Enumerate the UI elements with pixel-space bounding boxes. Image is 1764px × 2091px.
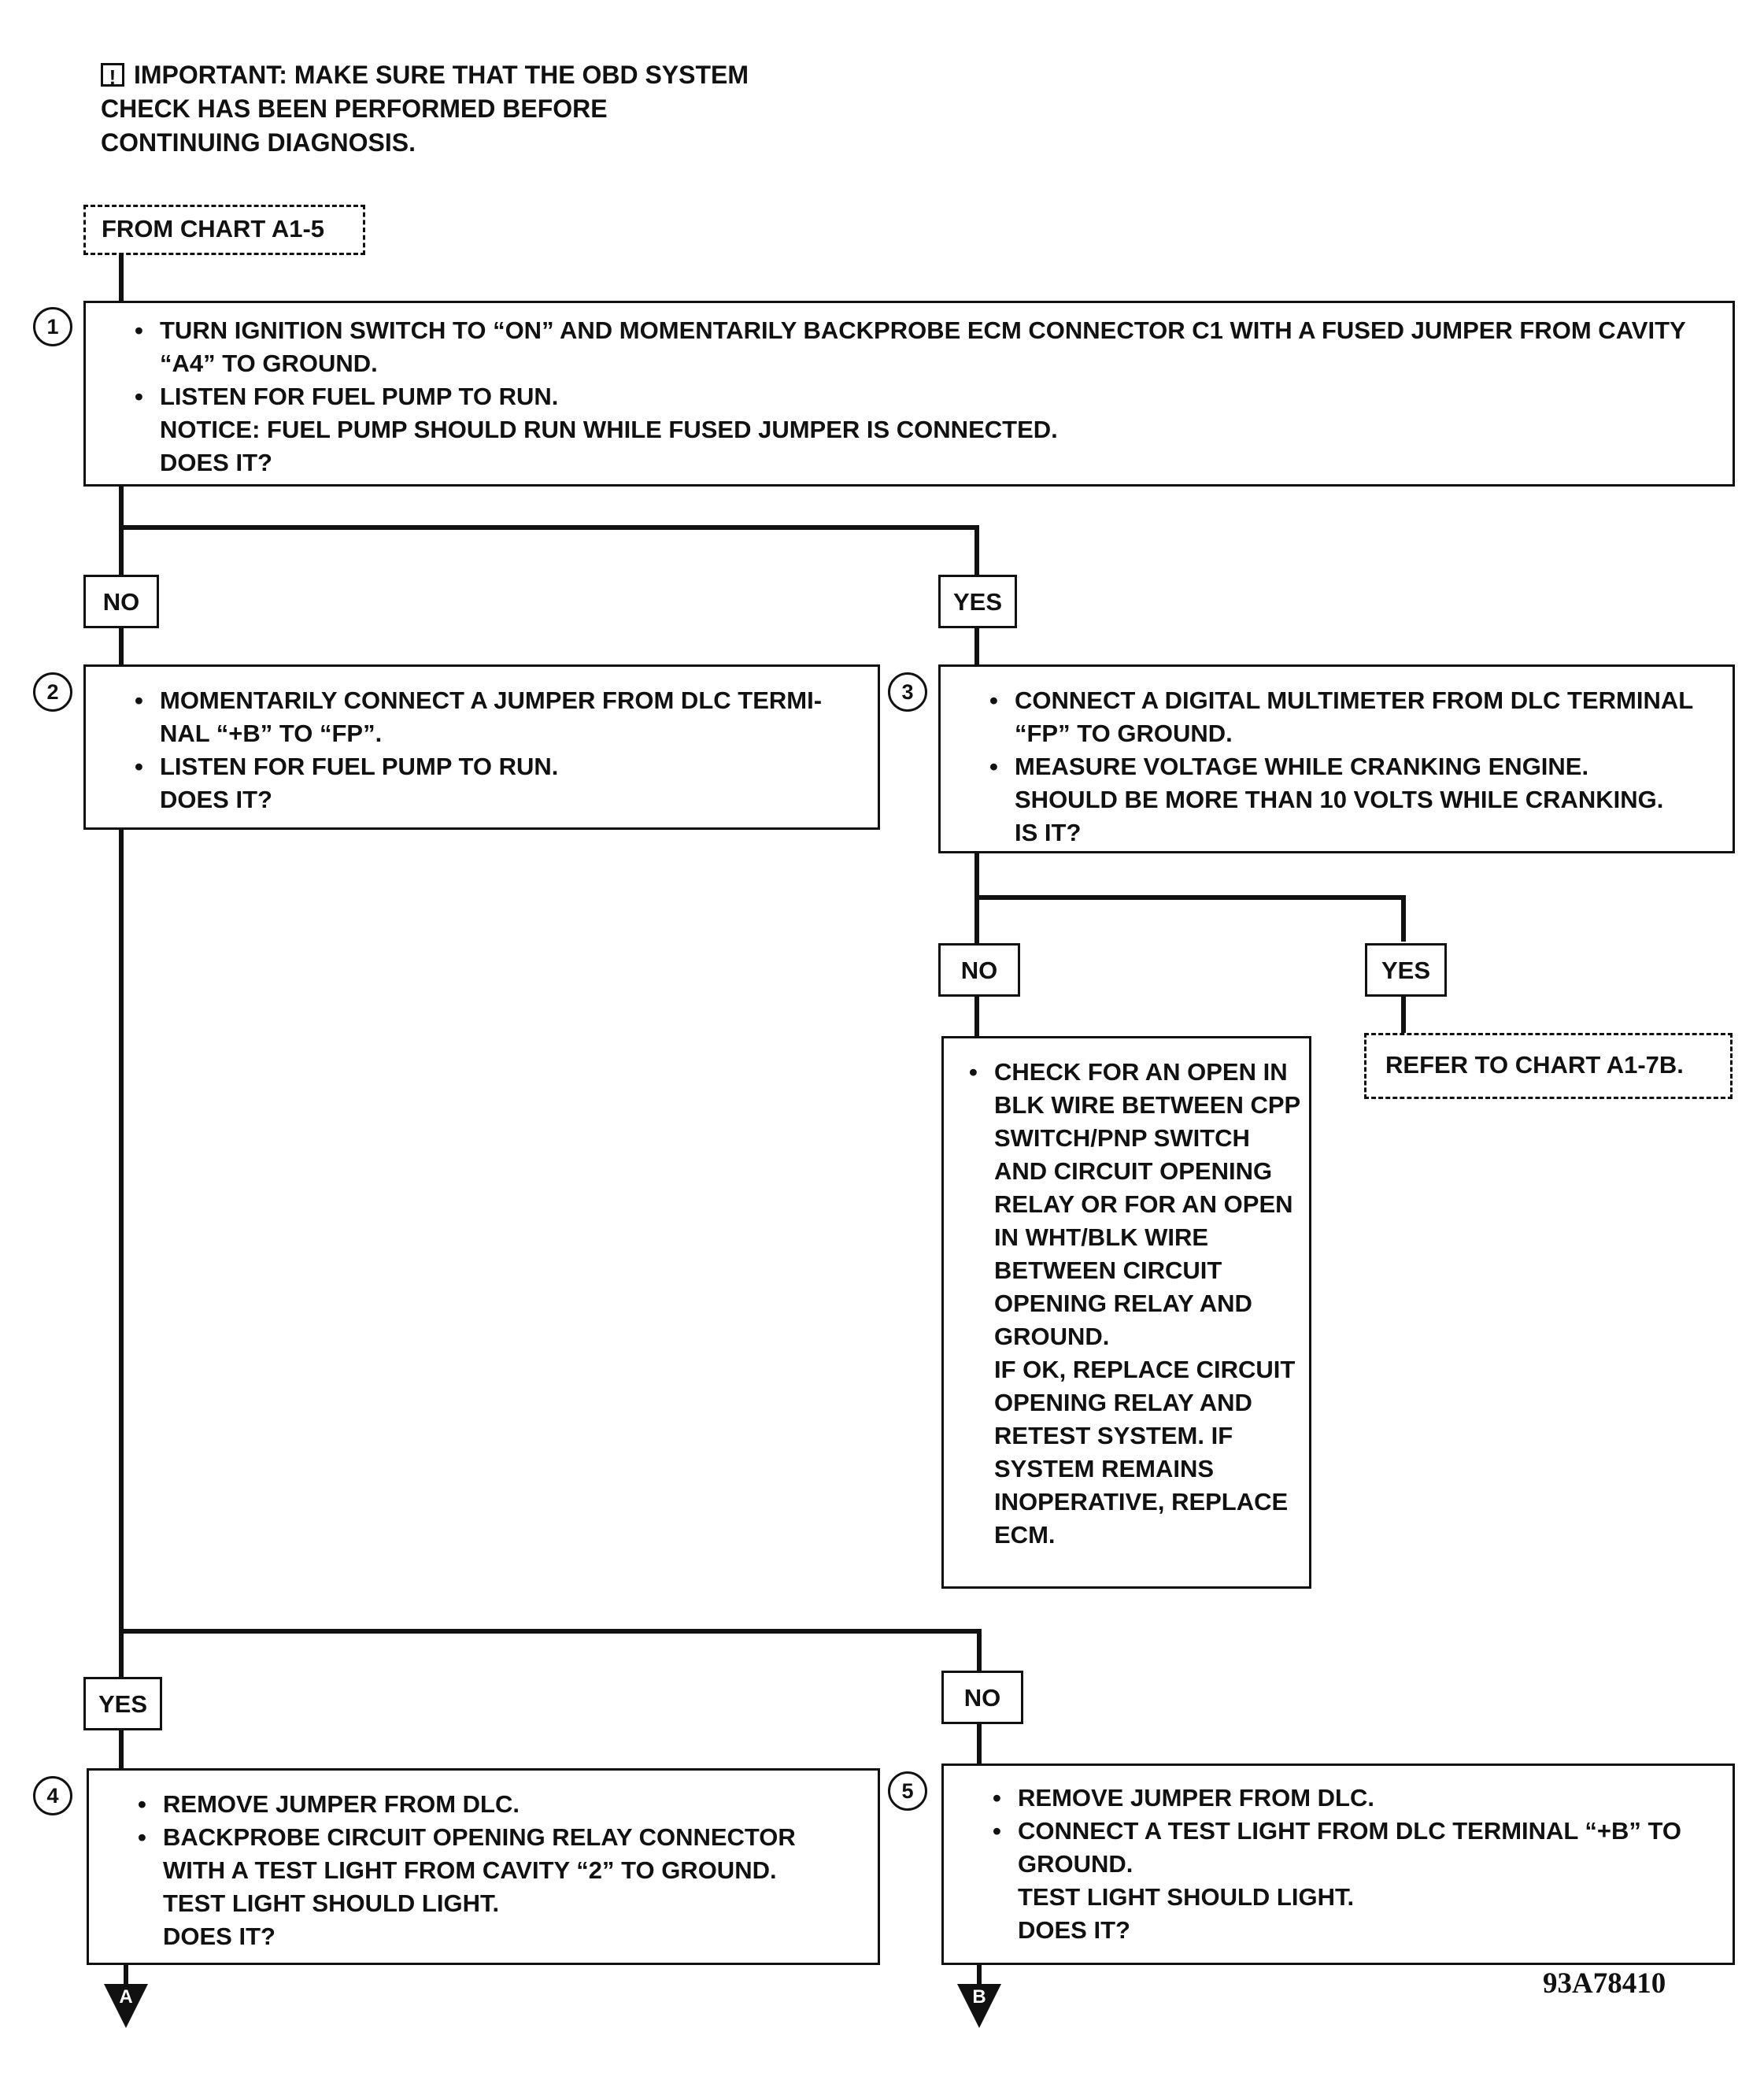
step-number-4: 4 [33,1776,72,1815]
flow-line [121,525,979,578]
branch-no-label: NO [941,1671,1023,1724]
step-2-question: DOES IT? [160,786,272,813]
from-chart-label: FROM CHART A1-5 [83,205,365,255]
off-page-connector-a: A [104,1984,148,2028]
step-4-box: REMOVE JUMPER FROM DLC. BACKPROBE CIRCUI… [87,1768,880,1965]
important-info-icon [101,61,124,94]
step-1-bullet: LISTEN FOR FUEL PUMP TO RUN. [120,380,1717,413]
connector-triangle-icon [104,1984,148,2028]
branch-yes-label: YES [1365,943,1447,997]
step-number-2: 2 [33,672,72,712]
step-4-note: TEST LIGHT SHOULD LIGHT. [163,1889,500,1917]
step-5-question: DOES IT? [1018,1916,1130,1944]
connector-a-label: A [119,1986,133,2008]
step-number-3: 3 [888,672,927,712]
check-open-note: IF OK, REPLACE CIRCUIT OPENING RELAY AND… [994,1356,1296,1549]
step-3-bullet: CONNECT A DIGITAL MULTIMETER FROM DLC TE… [975,684,1721,750]
step-3-question: IS IT? [1015,819,1082,846]
flow-line [121,1629,982,1674]
figure-id: 93A78410 [1543,1967,1666,2000]
step-2-box: MOMENTARILY CONNECT A JUMPER FROM DLC TE… [83,664,880,830]
step-1-note: NOTICE: FUEL PUMP SHOULD RUN WHILE FUSED… [160,416,1058,443]
refer-chart-text: REFER TO CHART A1-7B. [1385,1051,1684,1079]
check-open-circuit-box: CHECK FOR AN OPEN IN BLK WIRE BETWEEN CP… [941,1036,1311,1589]
from-chart-text: FROM CHART A1-5 [102,215,325,242]
step-number-5: 5 [888,1771,927,1811]
step-1-bullet: TURN IGNITION SWITCH TO “ON” AND MOMENTA… [120,314,1717,380]
step-4-bullet: BACKPROBE CIRCUIT OPENING RELAY CONNECTO… [124,1821,862,1887]
branch-yes-label: YES [938,575,1017,628]
connector-b-label: B [972,1986,986,2008]
step-2-bullet: LISTEN FOR FUEL PUMP TO RUN. [120,750,862,783]
step-4-question: DOES IT? [163,1923,276,1950]
step-2-bullet: MOMENTARILY CONNECT A JUMPER FROM DLC TE… [120,684,862,750]
check-open-bullet: CHECK FOR AN OPEN IN BLK WIRE BETWEEN CP… [955,1056,1301,1353]
branch-no-label: NO [83,575,159,628]
step-5-note: TEST LIGHT SHOULD LIGHT. [1018,1883,1355,1911]
branch-yes-label: YES [83,1677,162,1730]
important-line: IMPORTANT: MAKE SURE THAT THE OBD SYSTEM [134,61,749,89]
connector-triangle-icon [957,1984,1001,2028]
step-1-box: TURN IGNITION SWITCH TO “ON” AND MOMENTA… [83,301,1735,487]
important-line: CONTINUING DIAGNOSIS. [101,128,416,157]
step-3-bullet: MEASURE VOLTAGE WHILE CRANKING ENGINE. [975,750,1721,783]
important-line: CHECK HAS BEEN PERFORMED BEFORE [101,94,608,123]
important-notice: IMPORTANT: MAKE SURE THAT THE OBD SYSTEM… [101,58,888,160]
branch-no-label: NO [938,943,1020,997]
step-4-bullet: REMOVE JUMPER FROM DLC. [124,1788,862,1821]
step-3-box: CONNECT A DIGITAL MULTIMETER FROM DLC TE… [938,664,1735,853]
off-page-connector-b: B [957,1984,1001,2028]
step-number-1: 1 [33,307,72,346]
step-5-box: REMOVE JUMPER FROM DLC. CONNECT A TEST L… [941,1763,1735,1965]
flow-line [977,895,1406,942]
step-1-question: DOES IT? [160,449,272,476]
step-3-note: SHOULD BE MORE THAN 10 VOLTS WHILE CRANK… [1015,786,1664,813]
step-5-bullet: REMOVE JUMPER FROM DLC. [978,1782,1721,1815]
refer-chart-label: REFER TO CHART A1-7B. [1364,1033,1733,1099]
step-5-bullet: CONNECT A TEST LIGHT FROM DLC TERMINAL “… [978,1815,1721,1881]
